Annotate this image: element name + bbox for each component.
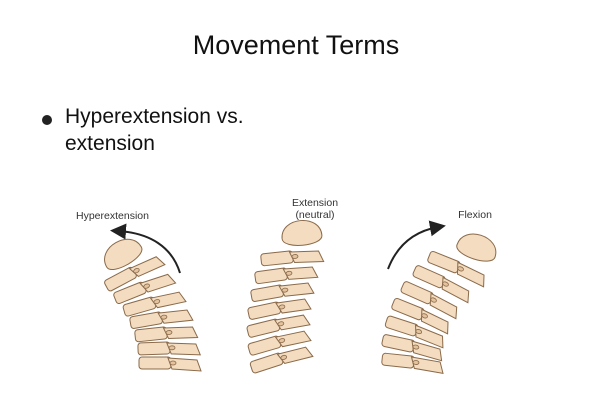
vertebra-3 — [250, 282, 315, 302]
vertebra-7 — [249, 346, 314, 374]
bullet-dot — [42, 115, 52, 125]
vertebra-4 — [247, 298, 312, 320]
vertebra-2 — [113, 273, 177, 305]
extension-label: Extension (neutral) — [260, 197, 370, 221]
vertebra-4 — [129, 309, 194, 329]
extension-label-line1: Extension — [291, 197, 339, 209]
vertebra-3 — [400, 281, 458, 320]
vertebra-2 — [412, 265, 470, 304]
vertebra-1 — [427, 250, 485, 288]
spine-illustrations — [104, 220, 497, 375]
atlas-axis — [104, 238, 143, 270]
vertebra-3 — [122, 291, 187, 317]
atlas-axis — [281, 220, 323, 246]
vertebra-5 — [384, 315, 444, 349]
vertebra-1 — [260, 250, 325, 267]
vertebra-6 — [137, 341, 202, 356]
vertebra-4 — [391, 297, 449, 335]
extension-spine — [246, 220, 325, 374]
flexion-arrow-icon — [387, 220, 446, 270]
atlas-axis — [456, 233, 497, 262]
vertebra-5 — [246, 314, 311, 338]
bullet-text: Hyperextension vs. extension — [65, 105, 244, 155]
vertebra-6 — [381, 334, 443, 362]
extension-label-line2: (neutral) — [295, 209, 335, 221]
vertebra-7 — [138, 356, 202, 372]
flexion-label: Flexion — [458, 209, 492, 221]
hyperextension-spine — [104, 238, 202, 372]
hyperextension-arrow-icon — [110, 223, 181, 274]
vertebra-1 — [104, 256, 166, 292]
vertebra-7 — [381, 352, 444, 375]
flexion-spine — [381, 233, 497, 375]
hyperextension-label: Hyperextension — [76, 210, 149, 222]
cervical-spine-figure: Hyperextension Extension (neutral) Flexi… — [60, 185, 540, 390]
vertebra-6 — [247, 330, 312, 356]
vertebra-2 — [254, 266, 319, 285]
slide-title: Movement Terms — [192, 30, 400, 60]
vertebra-5 — [134, 326, 199, 343]
